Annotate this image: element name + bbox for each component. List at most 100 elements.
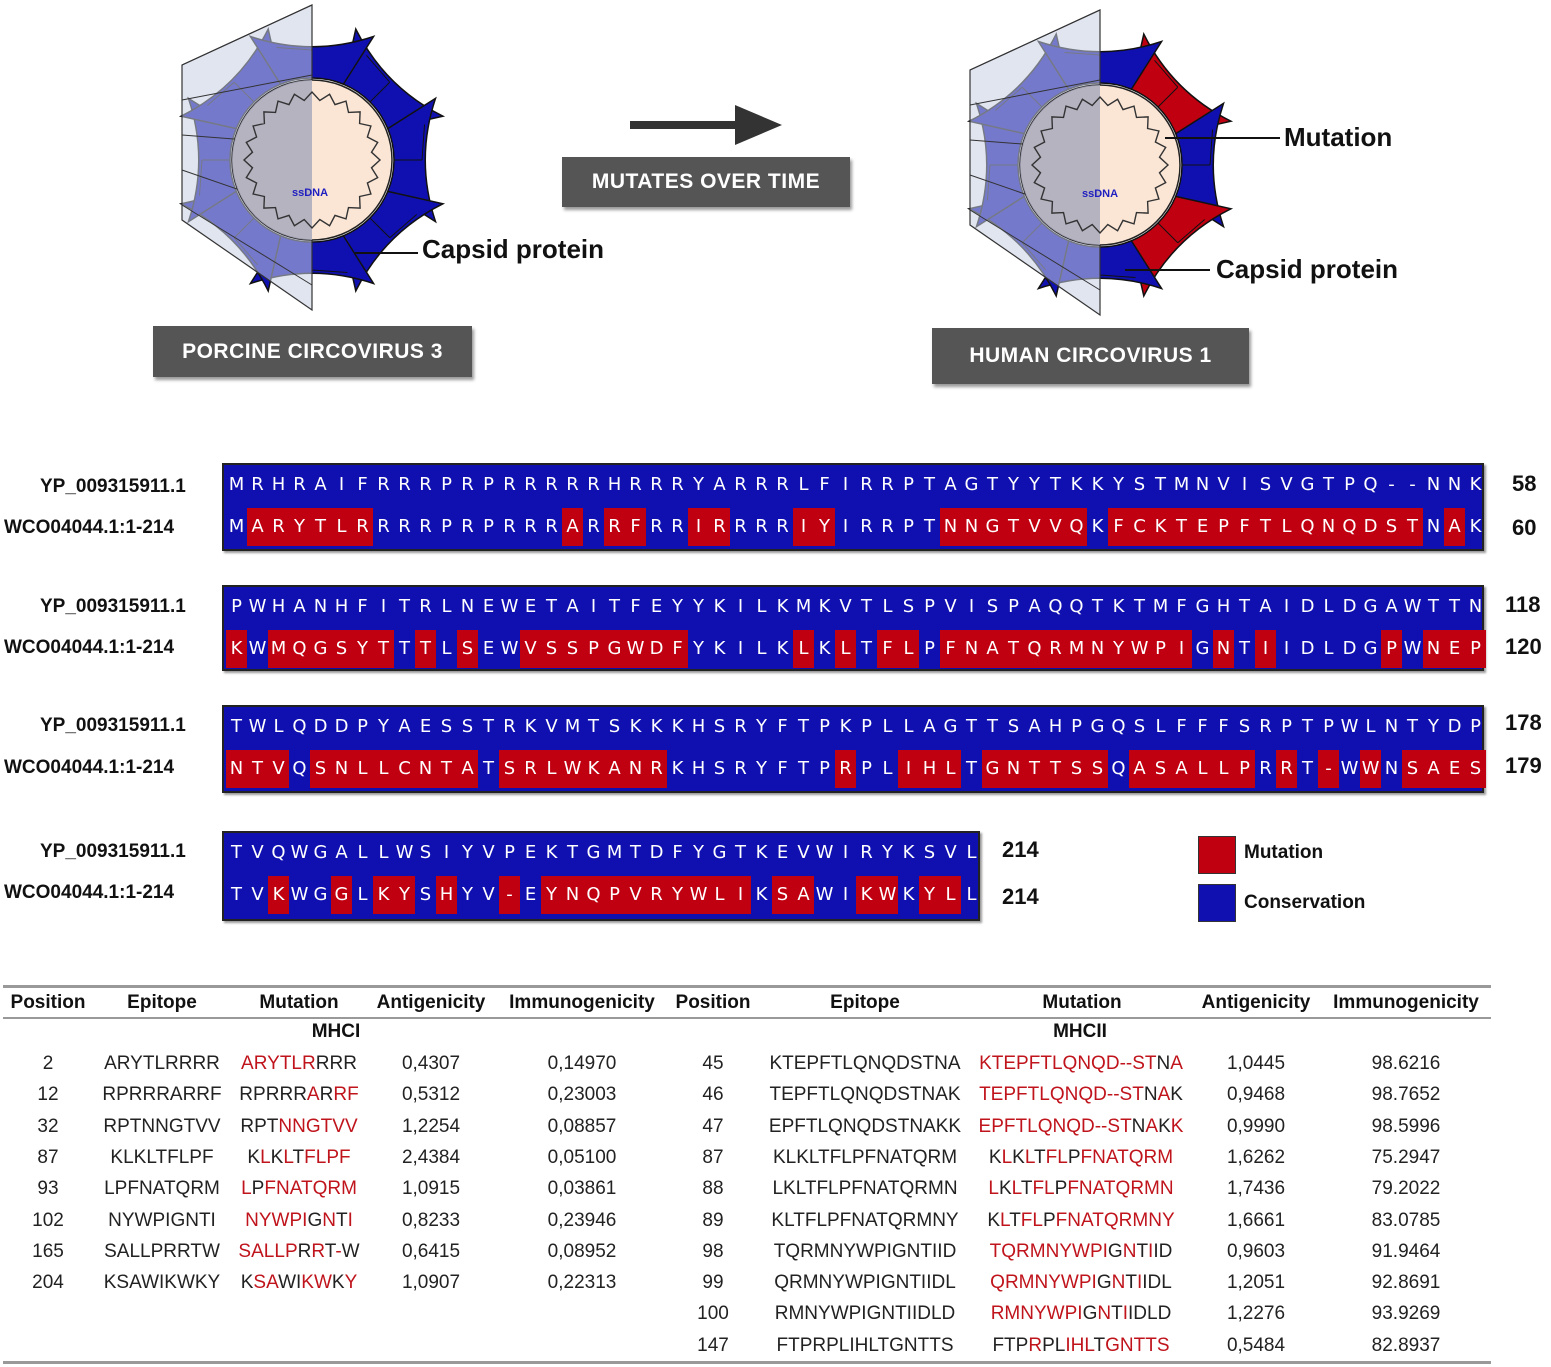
residue: K xyxy=(755,842,768,863)
mutated-residue: F xyxy=(1108,508,1129,546)
mutated-residue: K xyxy=(856,876,877,914)
residue: R xyxy=(587,516,600,537)
residue: T xyxy=(861,596,872,617)
mutated-residue: N xyxy=(415,750,436,788)
residue: M xyxy=(795,596,812,617)
capsid-segment xyxy=(342,190,446,294)
mhcii-position: 88 xyxy=(702,1178,724,1200)
residue: Q xyxy=(292,716,307,737)
mutated-residue: R xyxy=(520,750,541,788)
mhcii-immunogenicity: 82.8937 xyxy=(1371,1334,1441,1356)
residue: L xyxy=(966,842,977,863)
residue: K xyxy=(650,716,663,737)
mhcii-epitope: TQRMNYWPIGNTIID xyxy=(773,1240,957,1262)
residue: N xyxy=(1384,716,1399,737)
residue: L xyxy=(357,842,368,863)
mhci-epitope: SALLPRRTW xyxy=(104,1240,220,1262)
residue: F xyxy=(357,474,368,495)
residue: V xyxy=(839,596,852,617)
mutated-residue: T xyxy=(1171,508,1192,546)
residue: T xyxy=(588,716,599,737)
residue: E xyxy=(524,596,537,617)
residue: H xyxy=(691,758,706,779)
residue: A xyxy=(1028,596,1041,617)
residue: P xyxy=(819,758,830,779)
mutated-residue: M xyxy=(268,630,289,668)
mhci-epitope: KLKLTFLPF xyxy=(110,1146,214,1168)
residue: R xyxy=(1259,758,1272,779)
mutated-residue: S xyxy=(1381,508,1402,546)
mutated-residue: L xyxy=(709,876,730,914)
residue: S xyxy=(986,596,999,617)
residue: F xyxy=(1218,716,1229,737)
residue: A xyxy=(314,474,327,495)
residue: R xyxy=(881,474,894,495)
residue: L xyxy=(798,474,809,495)
residue: G xyxy=(964,474,979,495)
residue: N xyxy=(1426,474,1441,495)
mhcii-antigenicity: 1,6661 xyxy=(1226,1209,1286,1231)
mutated-residue: Q xyxy=(1024,630,1045,668)
residue: R xyxy=(671,516,684,537)
porcine-circovirus-illustration xyxy=(178,4,446,312)
mutated-residue: P xyxy=(1234,750,1255,788)
residue: P xyxy=(861,716,872,737)
residue: R xyxy=(734,758,747,779)
residue: T xyxy=(735,842,746,863)
table-bottom-rule xyxy=(3,1361,1491,1364)
residue: T xyxy=(798,716,809,737)
residue: T xyxy=(399,596,410,617)
mutated-residue: Y xyxy=(541,876,562,914)
mhci-mutation: KLKLTFLPF xyxy=(247,1146,351,1168)
residue: T xyxy=(399,638,410,659)
mutated-residue: S xyxy=(1087,750,1108,788)
residue: K xyxy=(671,758,684,779)
mhcii-immunogenicity: 91.9464 xyxy=(1371,1240,1441,1262)
residue: P xyxy=(231,596,242,617)
ssdna-zigzag xyxy=(1030,95,1170,235)
query-end-position: 214 xyxy=(1002,884,1039,909)
residue: E xyxy=(482,638,495,659)
capsid-protein-callout-right: Capsid protein xyxy=(1216,254,1399,284)
mutated-residue: F xyxy=(667,630,688,668)
residue: S xyxy=(1007,716,1020,737)
residue: W xyxy=(290,884,309,905)
query-label: WCO04044.1:1-214 xyxy=(4,882,175,903)
residue: P xyxy=(924,638,935,659)
mutates-over-time-label: MUTATES OVER TIME xyxy=(562,157,850,207)
mutated-residue: - xyxy=(499,876,520,914)
residue: P xyxy=(903,474,914,495)
mutated-residue: A xyxy=(604,750,625,788)
residue: Y xyxy=(693,638,704,659)
residue: I xyxy=(842,474,849,495)
residue: P xyxy=(357,716,368,737)
residue: S xyxy=(713,758,726,779)
residue: F xyxy=(1176,596,1187,617)
mutated-residue: P xyxy=(1381,630,1402,668)
mhci-position: 12 xyxy=(37,1084,59,1106)
residue: L xyxy=(273,716,284,737)
residue: I xyxy=(737,596,744,617)
residue: A xyxy=(1028,716,1041,737)
mutated-residue: R xyxy=(268,508,289,546)
residue: S xyxy=(440,716,453,737)
residue: R xyxy=(398,474,411,495)
residue: R xyxy=(419,474,432,495)
residue: R xyxy=(860,474,873,495)
mutated-residue: E xyxy=(1192,508,1213,546)
residue: T xyxy=(1449,596,1460,617)
mutated-residue: I xyxy=(730,876,751,914)
mhci-position: 102 xyxy=(32,1209,64,1231)
mhci-mutation: LPFNATQRM xyxy=(241,1178,357,1200)
residue: E xyxy=(419,716,432,737)
mhci-position: 2 xyxy=(42,1053,54,1074)
mutated-residue: T xyxy=(436,750,457,788)
mutated-residue: A xyxy=(1171,750,1192,788)
residue: P xyxy=(441,516,452,537)
mutated-residue: I xyxy=(1255,630,1276,668)
mutated-residue: L xyxy=(1192,750,1213,788)
residue: F xyxy=(777,716,788,737)
mhci-immunogenicity: 0,23003 xyxy=(547,1084,617,1106)
